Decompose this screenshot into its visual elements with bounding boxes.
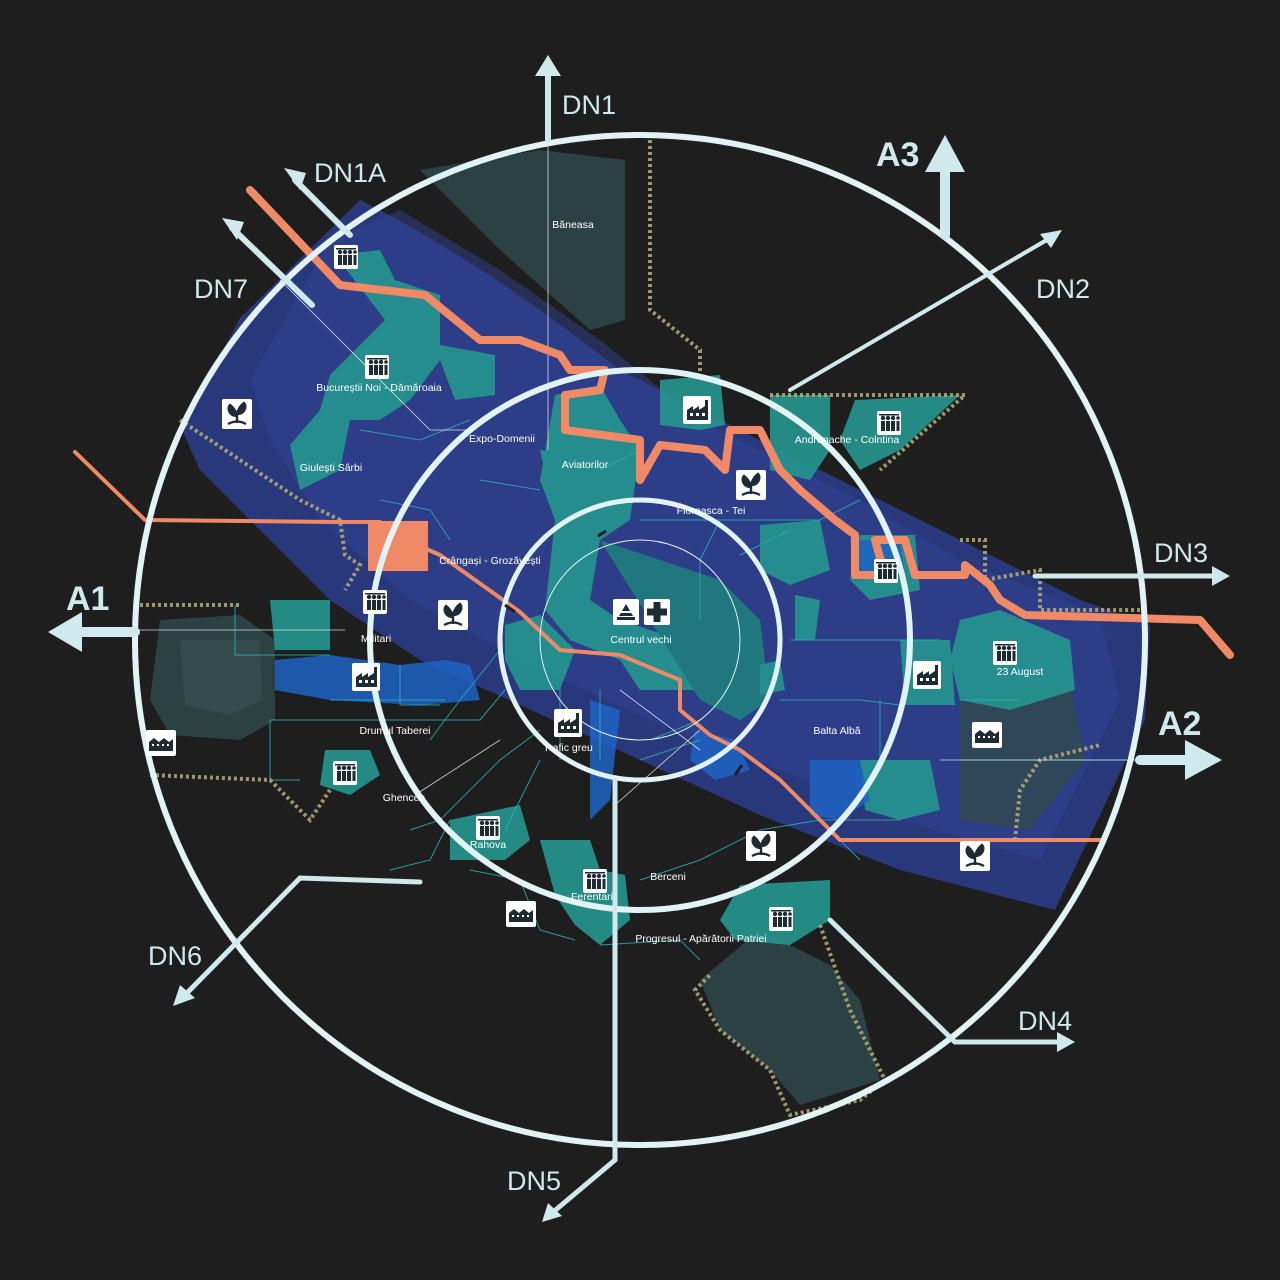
route-label-dn6: DN6 [148, 941, 202, 971]
factory-icon [352, 663, 380, 691]
factory-icon [683, 396, 711, 424]
residential-icon [506, 901, 536, 927]
residential-icon [972, 722, 1002, 748]
route-label-dn5: DN5 [507, 1166, 561, 1196]
route-label-a1: A1 [66, 580, 109, 618]
district-label-ferentari: Ferentari [571, 891, 613, 903]
city-boundary [140, 140, 1140, 1118]
people-icon [993, 641, 1017, 665]
residential-icon [146, 730, 176, 756]
route-label-dn4: DN4 [1018, 1006, 1072, 1036]
dark-zones [150, 150, 1085, 1105]
district-label-drumul-taberei: Drumul Taberei [359, 725, 430, 737]
district-label-centrul-vechi: Centrul vechi [610, 634, 671, 646]
district-label-baneasa: Băneasa [552, 219, 594, 231]
highways [48, 55, 1230, 1222]
park-icon [958, 839, 992, 873]
district-label-trafic-greu: Trafic greu [543, 742, 593, 754]
route-label-dn2: DN2 [1036, 274, 1090, 304]
district-label-andronache: Andronache - Colntina [795, 434, 900, 446]
people-icon [476, 816, 500, 840]
medical-cross-icon [644, 599, 670, 625]
park-icon [744, 829, 778, 863]
factory-icon [554, 709, 582, 737]
people-icon [877, 411, 901, 435]
people-icon [333, 761, 357, 785]
route-label-dn3: DN3 [1154, 538, 1208, 568]
district-label-berceni: Berceni [650, 871, 686, 883]
river [73, 186, 1234, 842]
route-label-dn1: DN1 [562, 90, 616, 120]
people-icon [363, 590, 387, 614]
people-icon [769, 907, 793, 931]
district-label-militari: Militari [361, 633, 391, 645]
people-icon [583, 869, 607, 893]
district-labels: Băneasa Bucureștii Noi - Dămăroaia Giule… [300, 219, 1044, 945]
district-label-progresul: Progresul - Apărătorii Patriei [635, 933, 766, 945]
district-label-crangasi: Crângași - Grozăvești [439, 555, 541, 567]
park-icon [734, 468, 768, 502]
street-network [234, 419, 1140, 961]
district-label-rahova: Rahova [470, 839, 506, 851]
factory-icon [913, 661, 941, 689]
people-icon [365, 355, 389, 379]
district-label-floreasca: Floreasca - Tei [677, 505, 746, 517]
people-icon [874, 559, 898, 583]
district-label-balta-alba: Balta Albă [813, 725, 860, 737]
district-label-bucurestii-noi: Bucureștii Noi - Dămăroaia [316, 382, 442, 394]
park-icon [436, 598, 470, 632]
map-icons [146, 245, 1017, 931]
monument-icon [613, 599, 639, 625]
ring-breaks [504, 529, 744, 776]
route-label-a3: A3 [876, 136, 919, 174]
district-label-aviatorilor: Aviatorilor [562, 459, 609, 471]
district-label-giulesti: Giulești Sârbi [300, 462, 362, 474]
ring-roads [132, 132, 1148, 1148]
route-label-a2: A2 [1158, 705, 1201, 743]
route-label-dn7: DN7 [194, 274, 248, 304]
district-label-ghencea: Ghencea [383, 792, 426, 804]
district-label-23-august: 23 August [997, 666, 1044, 678]
park-icon [220, 397, 254, 431]
river-block [368, 521, 428, 571]
people-icon [334, 245, 358, 269]
route-label-dn1a: DN1A [314, 158, 386, 188]
district-label-expo: Expo-Domenii [469, 433, 535, 445]
